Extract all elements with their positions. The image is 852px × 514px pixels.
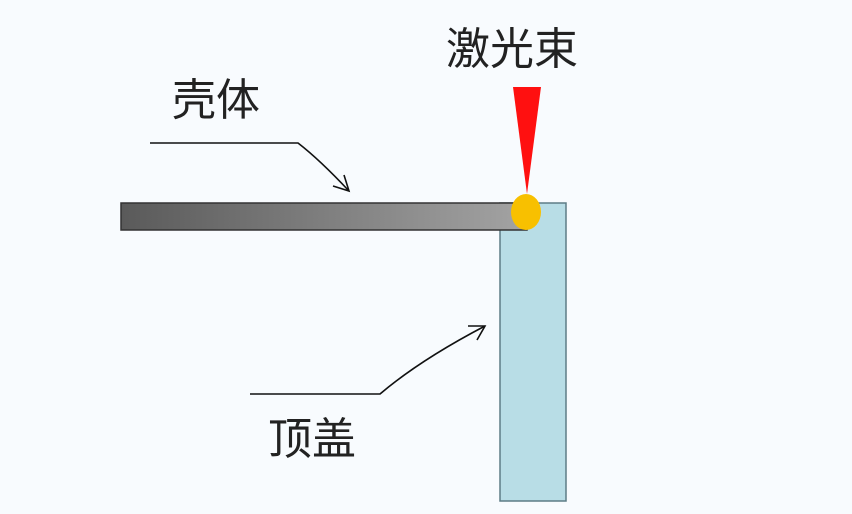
- weld-spot: [511, 194, 541, 230]
- laser-beam-shape: [513, 87, 541, 194]
- top-cover-pointer-arrow: [250, 325, 487, 395]
- top-cover-plate: [499, 202, 567, 502]
- shell-pointer-arrow: [150, 142, 351, 193]
- shell-plate: [120, 202, 528, 231]
- top-cover-label: 顶盖: [268, 414, 356, 465]
- laser-beam-label: 激光束: [446, 24, 578, 75]
- shell-label: 壳体: [172, 75, 260, 126]
